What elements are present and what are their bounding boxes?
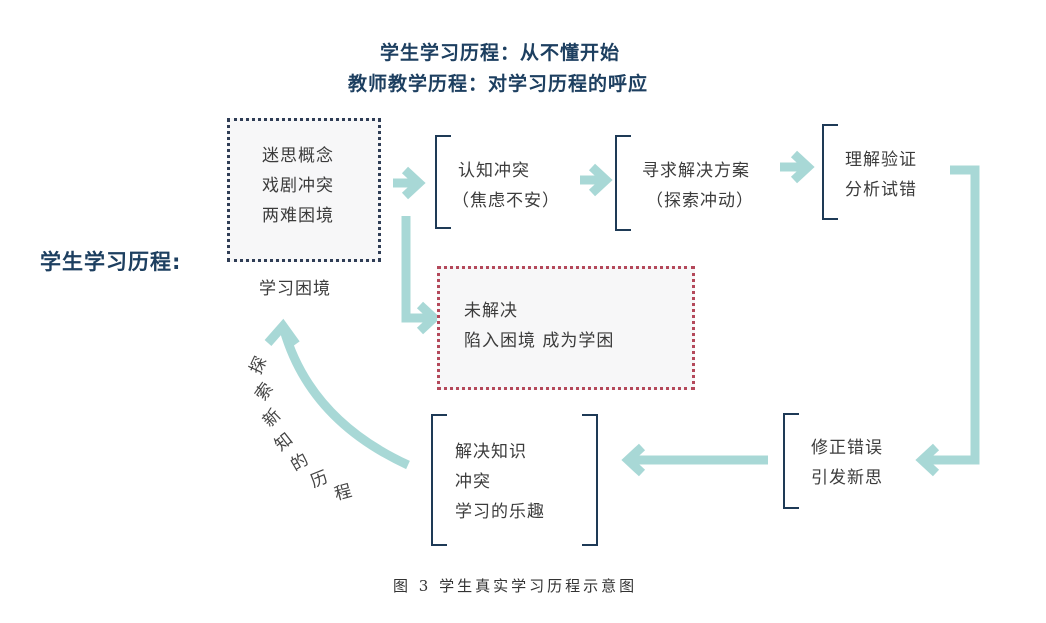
node-understand-verify: 理解验证 分析试错 xyxy=(845,145,917,205)
side-label: 学生学习历程: xyxy=(40,250,182,274)
unresolved-line: 未解决 xyxy=(464,301,518,321)
arrow-correct-to-resolve xyxy=(621,443,768,477)
node-line: 解决知识 xyxy=(455,442,527,462)
node-line: 修正错误 xyxy=(811,438,883,458)
node-line: 学习的乐趣 xyxy=(455,502,545,522)
unresolved-box: 未解决 陷入困境 成为学困 xyxy=(437,266,695,390)
node-line: 寻求解决方案 xyxy=(642,161,750,181)
arrow-resolve-to-start xyxy=(264,318,410,470)
start-box-line: 迷思概念 xyxy=(262,146,334,166)
header-title-line1: 学生学习历程：从不懂开始 xyxy=(380,42,621,64)
node-line: （焦虑不安） xyxy=(452,191,560,211)
start-box-label: 学习困境 xyxy=(259,279,331,299)
start-box-line: 两难困境 xyxy=(262,206,334,226)
node-line: （探索冲动） xyxy=(646,191,754,211)
bracket-seek-solution xyxy=(615,135,631,231)
header-title-line2: 教师教学历程：对学习历程的呼应 xyxy=(348,73,649,95)
node-resolve-conflict: 解决知识 冲突 学习的乐趣 xyxy=(455,437,545,527)
node-correct-errors: 修正错误 引发新思 xyxy=(811,433,883,493)
arrow-conflict-to-seek xyxy=(580,163,613,197)
arrow-start-to-unresolved xyxy=(401,216,441,335)
bracket-resolve-right xyxy=(582,414,598,546)
node-cognitive-conflict: 认知冲突 （焦虑不安） xyxy=(452,156,560,216)
arrow-understand-to-correct xyxy=(915,165,980,477)
node-line: 认知冲突 xyxy=(458,161,530,181)
node-line: 冲突 xyxy=(455,472,491,492)
bracket-resolve-left xyxy=(431,414,447,546)
bracket-correct-errors xyxy=(783,413,799,509)
start-box-line: 戏剧冲突 xyxy=(262,176,334,196)
figure-caption: 图 3 学生真实学习历程示意图 xyxy=(393,577,638,595)
arrow-start-to-conflict xyxy=(393,166,426,200)
arrow-seek-to-understand xyxy=(780,150,815,184)
bracket-understand-verify xyxy=(822,124,838,220)
start-box: 迷思概念 戏剧冲突 两难困境 xyxy=(227,118,381,262)
unresolved-line: 陷入困境 成为学困 xyxy=(464,331,615,351)
bracket-cognitive-conflict xyxy=(435,135,451,229)
node-line: 分析试错 xyxy=(845,180,917,200)
node-line: 引发新思 xyxy=(811,468,883,488)
node-seek-solution: 寻求解决方案 （探索冲动） xyxy=(642,156,754,216)
node-line: 理解验证 xyxy=(845,150,917,170)
